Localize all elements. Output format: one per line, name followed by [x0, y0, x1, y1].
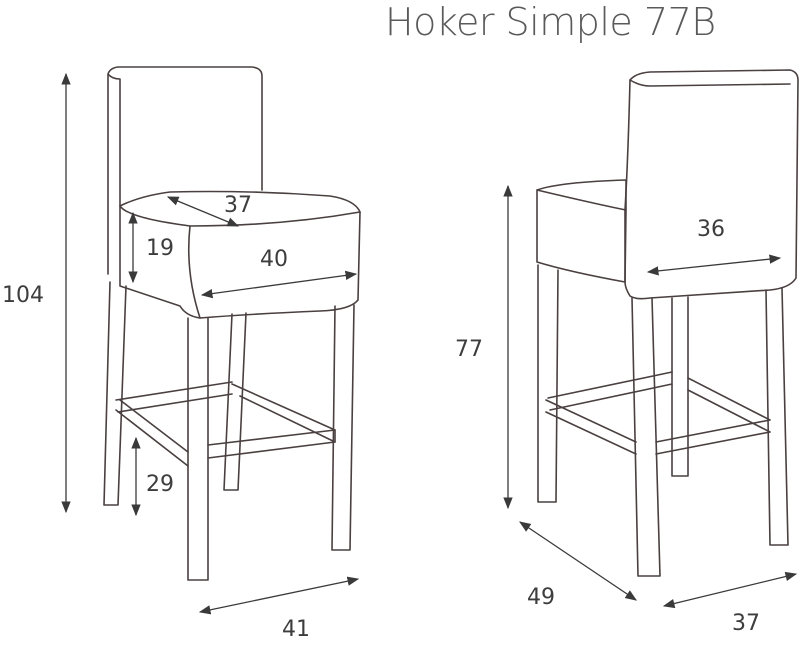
front-leg-left-front — [187, 317, 209, 581]
dim-line-seat-width — [200, 270, 358, 299]
back-leg-mid — [671, 296, 689, 477]
back-view-stool: 77 36 49 37 — [455, 69, 799, 636]
dim-footrest-height-label: 29 — [146, 472, 174, 497]
dim-line-back-width — [646, 254, 782, 276]
back-backrest-top-edge — [629, 79, 791, 87]
dim-base-depth-label: 49 — [527, 585, 555, 610]
dim-total-height-label: 104 — [2, 283, 44, 308]
dim-seat-height-label: 77 — [455, 337, 483, 362]
back-leg-left — [537, 264, 559, 503]
back-seat-side — [536, 179, 627, 283]
front-leg-left-back — [103, 281, 127, 506]
front-backrest — [107, 66, 263, 275]
front-seat-top — [119, 190, 361, 213]
dim-line-base-depth — [519, 521, 637, 601]
back-stretcher-right — [655, 377, 771, 455]
front-view-stool: 104 37 19 40 29 41 — [2, 66, 361, 642]
dim-base-width-back-label: 37 — [732, 611, 760, 636]
dim-line-base-width-back — [662, 571, 798, 609]
front-seat-front — [119, 205, 361, 319]
dim-line-seat-depth — [166, 196, 240, 227]
front-seat-edge — [187, 225, 201, 319]
product-title: Hoker Simple 77B — [385, 0, 716, 44]
dim-base-width-label: 41 — [282, 617, 310, 642]
front-leg-right-back — [223, 312, 247, 491]
back-leg-right — [765, 287, 789, 546]
front-leg-right-front — [331, 304, 355, 551]
front-stretcher-front — [207, 429, 336, 459]
dim-line-base-width — [198, 576, 360, 615]
front-stretcher-left — [115, 381, 233, 467]
back-stretcher-left — [545, 371, 673, 455]
front-stretcher-right — [231, 383, 336, 443]
dim-cushion-height-label: 19 — [146, 236, 174, 261]
back-backrest — [624, 69, 799, 300]
dim-seat-depth-label: 37 — [224, 193, 252, 218]
dim-back-width-label: 36 — [697, 217, 725, 242]
dim-seat-width-label: 40 — [260, 247, 288, 272]
back-leg-front — [631, 297, 661, 577]
